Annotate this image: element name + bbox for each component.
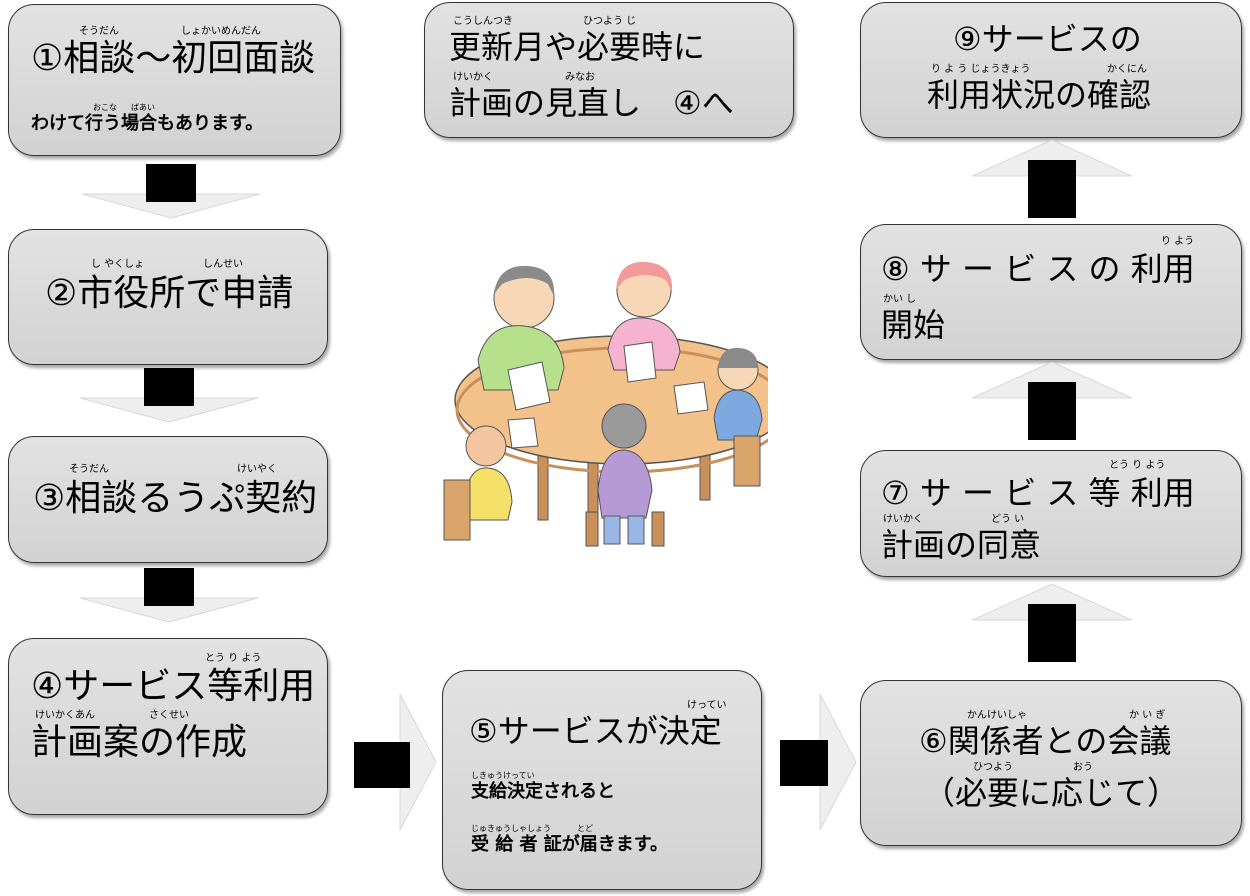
step-6-ruby-3: ひつよう <box>973 762 1013 773</box>
step-6-ruby-2: か い ぎ <box>1129 710 1166 721</box>
step-4-ruby-1: とう り よう <box>205 653 262 664</box>
step-5-note-2-ruby-1: じゅきゅうしゃしょう <box>471 824 551 833</box>
arrow-up-2 <box>972 362 1132 440</box>
step-2-ruby-1: し やくしょ <box>91 259 145 270</box>
arrow-down-1 <box>82 164 260 219</box>
arrow-up-1 <box>972 584 1132 662</box>
step-3-ruby-2: けいやく <box>237 464 277 475</box>
meeting-table-illustration <box>443 261 768 547</box>
step-2-ruby-2: しんせい <box>203 259 243 270</box>
review-ruby-4: みなお <box>565 72 595 83</box>
review-ruby-1: こうしんつき <box>453 16 513 27</box>
step-5-title: ⑤サービスが決定 <box>469 712 722 750</box>
step-8-ruby-1: り よう <box>1161 236 1195 247</box>
step-1-note-ruby-1: おこな <box>93 103 117 112</box>
review-ruby-3: けいかく <box>453 72 493 83</box>
step-8-ruby-2: かい し <box>883 294 917 305</box>
step-5-box: けってい ⑤サービスが決定 しきゅうけってい 支給決定されると じゅきゅうしゃし… <box>442 670 762 890</box>
review-line-2: 計画の見直し ④へ <box>449 84 734 122</box>
arrow-down-2 <box>80 368 258 423</box>
step-1-box: そうだん しょかいめんだん ①相談～初回面談 おこな ばあい わけて行う場合もあ… <box>8 4 341 156</box>
step-7-ruby-2: けいかく <box>883 514 923 525</box>
step-3-title: ③相談るうぷ契約 <box>33 478 318 519</box>
step-3-ruby-1: そうだん <box>69 464 109 475</box>
step-7-line-2: 計画の同意 <box>881 526 1042 564</box>
step-9-line-2: 利用状況の確認 <box>927 76 1152 114</box>
step-6-ruby-4: おう <box>1073 762 1093 773</box>
step-9-line-1: ⑨サービスの <box>953 20 1142 58</box>
step-8-line-1: ⑧ サ ー ビ ス の 利用 <box>881 250 1195 288</box>
step-5-note-2-ruby-2: とど <box>577 824 593 833</box>
step-6-ruby-1: かんけいしゃ <box>967 710 1027 721</box>
arrow-up-3 <box>972 140 1132 218</box>
step-7-line-1: ⑦ サ ー ビ ス 等 利用 <box>881 474 1195 512</box>
step-1-ruby-2: しょかいめんだん <box>181 26 261 37</box>
review-box: こうしんつき ひつよう じ 更新月や必要時に けいかく みなお 計画の見直し ④… <box>424 2 794 138</box>
step-4-line-2: 計画案の作成 <box>31 722 248 763</box>
step-5-note-1: 支給決定されると <box>471 781 615 802</box>
step-7-ruby-3: どう い <box>991 514 1025 525</box>
arrow-right-1 <box>354 694 437 830</box>
step-1-ruby-1: そうだん <box>79 26 119 37</box>
step-9-box: ⑨サービスの り よ う じょうきょう かくにん 利用状況の確認 <box>860 2 1242 138</box>
step-9-ruby-1: り よ う じょうきょう <box>931 64 1031 75</box>
step-2-title: ②市役所で申請 <box>45 273 294 314</box>
step-4-box: とう り よう ④サービス等利用 けいかくあん さくせい 計画案の作成 <box>8 638 328 815</box>
step-5-note-2: 受 給 者 証が届きます。 <box>471 834 668 855</box>
step-4-ruby-2: けいかくあん <box>35 710 95 721</box>
arrow-right-2 <box>780 694 857 830</box>
step-1-title: ①相談～初回面談 <box>31 38 316 79</box>
step-6-box: かんけいしゃ か い ぎ ⑥関係者との会議 ひつよう おう （必要に応じて） <box>860 680 1242 846</box>
step-4-ruby-3: さくせい <box>149 710 189 721</box>
step-1-note-ruby-2: ばあい <box>131 103 155 112</box>
review-ruby-2: ひつよう じ <box>583 16 637 27</box>
step-9-ruby-2: かくにん <box>1107 64 1147 75</box>
step-3-box: そうだん けいやく ③相談るうぷ契約 <box>8 436 328 563</box>
step-5-ruby-1: けってい <box>687 700 727 711</box>
step-8-box: り よう ⑧ サ ー ビ ス の 利用 かい し 開始 <box>860 224 1242 360</box>
arrow-down-3 <box>80 568 258 623</box>
step-6-line-1: ⑥関係者との会議 <box>919 722 1172 760</box>
step-8-line-2: 開始 <box>881 306 946 344</box>
review-line-1: 更新月や必要時に <box>449 28 706 66</box>
step-7-box: とう り よう ⑦ サ ー ビ ス 等 利用 けいかく どう い 計画の同意 <box>860 450 1242 577</box>
step-5-note-1-ruby: しきゅうけってい <box>471 771 535 780</box>
step-4-line-1: ④サービス等利用 <box>31 666 316 707</box>
step-6-line-2: （必要に応じて） <box>923 774 1180 812</box>
step-2-box: し やくしょ しんせい ②市役所で申請 <box>8 229 328 365</box>
step-1-note: わけて行う場合もあります。 <box>31 113 264 134</box>
step-7-ruby-1: とう り よう <box>1109 460 1166 471</box>
